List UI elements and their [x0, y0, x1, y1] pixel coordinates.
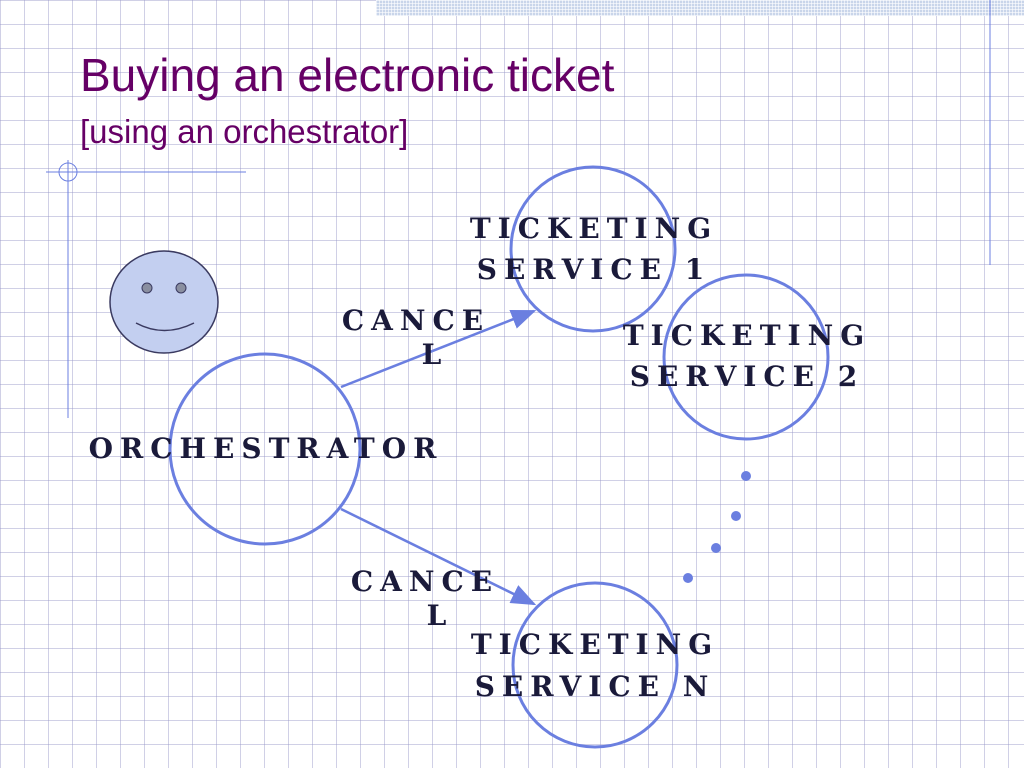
ticketing-service-n-node	[511, 581, 679, 749]
ticketing-service-2-label-line2: SERVICE 2	[630, 360, 865, 393]
ticketing-service-n-label-line1: TICKETING	[471, 628, 719, 661]
ticketing-service-n-label-line2: SERVICE N	[475, 670, 716, 703]
cancel-label-top-line1: CANCE	[342, 304, 490, 337]
orchestrator-node	[168, 352, 362, 546]
ticketing-service-1-node	[509, 165, 677, 333]
ticketing-service-1-label-line2: SERVICE 1	[477, 253, 712, 286]
smiley-face-icon	[109, 250, 219, 354]
slide-subtitle: [using an orchestrator]	[80, 113, 409, 150]
arrow-to-service-1	[340, 309, 537, 389]
cancel-label-top-line2: L	[422, 338, 449, 371]
ticketing-service-2-label-line1: TICKETING	[623, 319, 871, 352]
ticketing-service-2-node	[662, 273, 830, 441]
arrow-to-service-n	[340, 507, 537, 606]
decorative-top-band	[376, 0, 1024, 16]
cancel-label-bottom-line1: CANCE	[351, 565, 499, 598]
ticketing-service-1-label-line1: TICKETING	[470, 212, 718, 245]
orchestrator-label: ORCHESTRATOR	[89, 432, 444, 465]
continuation-dots	[683, 471, 751, 583]
decorative-guide-lines	[46, 0, 991, 418]
cancel-label-bottom-line2: L	[427, 599, 454, 632]
slide-title: Buying an electronic ticket	[80, 49, 615, 101]
